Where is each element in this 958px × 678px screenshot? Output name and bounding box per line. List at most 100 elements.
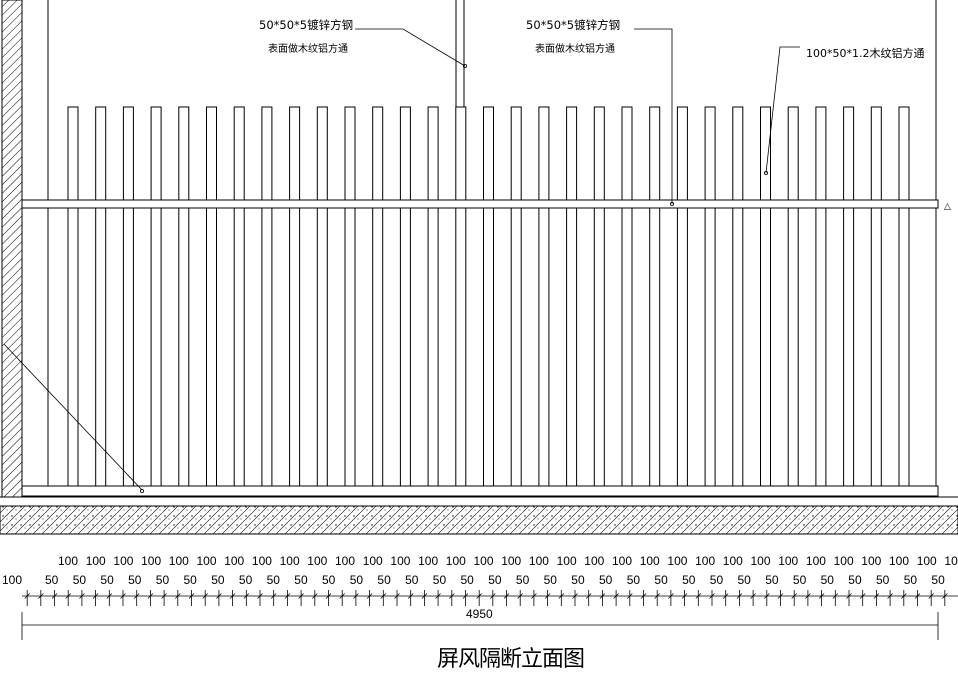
dimension-label-100: 100 bbox=[640, 554, 660, 568]
dimension-label-100: 100 bbox=[667, 554, 687, 568]
dimension-tick-slash bbox=[640, 593, 647, 599]
dimension-label-50: 50 bbox=[793, 573, 807, 587]
dimension-tick-slash bbox=[339, 593, 345, 599]
slat bbox=[427, 106, 439, 487]
dimension-tick-slash bbox=[503, 593, 510, 599]
dimension-label-50: 50 bbox=[848, 573, 862, 587]
dimension-label-50: 50 bbox=[654, 573, 668, 587]
dimension-tick-slash bbox=[120, 593, 126, 599]
dimension-label-100: 100 bbox=[584, 554, 604, 568]
dimension-tick-slash bbox=[818, 593, 825, 599]
dimension-label-50: 50 bbox=[322, 573, 336, 587]
dimension-label-100: 100 bbox=[834, 554, 854, 568]
dimension-tick-slash bbox=[517, 593, 523, 599]
slat bbox=[510, 106, 522, 487]
dimension-tick-slash bbox=[298, 593, 304, 599]
dimension-tick-slash bbox=[243, 593, 250, 599]
dimension-label-50: 50 bbox=[765, 573, 779, 587]
middle-steel-rail bbox=[21, 199, 939, 209]
dimension-label-50: 50 bbox=[516, 573, 530, 587]
dimension-label-100: 100 bbox=[944, 554, 958, 568]
dimension-tick-slash bbox=[421, 593, 428, 599]
dimension-label-50: 50 bbox=[571, 573, 585, 587]
dimension-label-50: 50 bbox=[710, 573, 724, 587]
dimension-label-50: 50 bbox=[100, 573, 114, 587]
slat bbox=[566, 106, 578, 487]
dimension-tick-slash bbox=[476, 593, 482, 599]
dimension-tick-slash bbox=[312, 593, 318, 599]
dimension-tick-slash bbox=[558, 593, 565, 599]
dimension-tick-slash bbox=[832, 593, 839, 599]
dimension-label-50: 50 bbox=[377, 573, 391, 587]
slat bbox=[455, 106, 467, 487]
dimension-tick-slash bbox=[490, 593, 496, 599]
slat bbox=[732, 106, 744, 487]
dimension-label-50: 50 bbox=[350, 573, 364, 587]
leader-dot-annotation-3 bbox=[764, 170, 769, 175]
dimension-tick-slash bbox=[901, 593, 907, 599]
dimension-label-100: 100 bbox=[307, 554, 327, 568]
dimension-label-50: 50 bbox=[821, 573, 835, 587]
annotation-3-line1: 100*50*1.2木纹铝方通 bbox=[806, 46, 925, 60]
dimension-tick-slash bbox=[462, 593, 469, 599]
leader-line-annotation-2 bbox=[634, 28, 673, 204]
dimension-label-100: 100 bbox=[390, 554, 410, 568]
dimension-label-50: 50 bbox=[405, 573, 419, 587]
slat bbox=[289, 106, 301, 487]
dimension-tick-slash bbox=[449, 593, 455, 599]
dimension-tick-slash bbox=[325, 593, 332, 599]
slat bbox=[399, 106, 411, 487]
annotation-2-line2: 表面做木纹铝方通 bbox=[535, 42, 615, 55]
dimension-tick-slash bbox=[846, 593, 852, 599]
dimension-label-50: 50 bbox=[128, 573, 142, 587]
dimension-start-offset: 100 bbox=[2, 573, 22, 587]
dimension-tick-slash bbox=[531, 593, 537, 599]
dimension-label-100: 100 bbox=[197, 554, 217, 568]
dimension-label-50: 50 bbox=[267, 573, 281, 587]
dimension-label-100: 100 bbox=[778, 554, 798, 568]
dimension-label-100: 100 bbox=[723, 554, 743, 568]
annotation-1-line1: 50*50*5镀锌方钢 bbox=[259, 18, 353, 32]
slat bbox=[150, 106, 162, 487]
dimension-label-100: 100 bbox=[529, 554, 549, 568]
dimension-label-50: 50 bbox=[488, 573, 502, 587]
dimension-tick-slash bbox=[79, 593, 85, 599]
dimension-tick-slash bbox=[38, 593, 44, 599]
dimension-label-50: 50 bbox=[211, 573, 225, 587]
dimension-label-100: 100 bbox=[806, 554, 826, 568]
slat bbox=[206, 106, 217, 487]
dimension-label-50: 50 bbox=[931, 573, 945, 587]
slat bbox=[760, 106, 771, 487]
dimension-tick-slash bbox=[366, 593, 373, 599]
dimension-label-100: 100 bbox=[335, 554, 355, 568]
dimension-label-100: 100 bbox=[141, 554, 161, 568]
dimension-tick-slash bbox=[859, 593, 866, 599]
dimension-tick-slash bbox=[380, 593, 387, 599]
dimension-tick-slash bbox=[709, 593, 715, 599]
dimension-label-50: 50 bbox=[876, 573, 890, 587]
dimension-label-100: 100 bbox=[280, 554, 300, 568]
dimension-tick-slash bbox=[407, 593, 414, 599]
annotation-2-line1: 50*50*5镀锌方钢 bbox=[526, 18, 620, 32]
dimension-tick-slash bbox=[572, 593, 578, 599]
dimension-label-100: 100 bbox=[224, 554, 244, 568]
dimension-label-100: 100 bbox=[917, 554, 937, 568]
dimension-tick-slash bbox=[161, 593, 167, 599]
slat bbox=[67, 106, 79, 487]
dimension-tick-slash bbox=[257, 593, 263, 599]
dimension-label-100: 100 bbox=[58, 554, 78, 568]
dimension-label-100: 100 bbox=[474, 554, 494, 568]
rail-end-marker: △ bbox=[944, 202, 951, 212]
dimension-tick-slash bbox=[914, 593, 921, 599]
dimension-tick-slash bbox=[284, 593, 291, 599]
dimension-label-100: 100 bbox=[113, 554, 133, 568]
dimension-tick-slash bbox=[599, 593, 606, 599]
dimension-label-50: 50 bbox=[599, 573, 613, 587]
dimension-tick-slash bbox=[736, 593, 743, 599]
dimension-tick-slash bbox=[106, 593, 113, 599]
dimension-label-50: 50 bbox=[738, 573, 752, 587]
leader-dot-bottom-rail bbox=[139, 488, 144, 493]
dimension-tick-slash bbox=[202, 593, 208, 599]
dimension-tick-slash bbox=[695, 593, 702, 599]
